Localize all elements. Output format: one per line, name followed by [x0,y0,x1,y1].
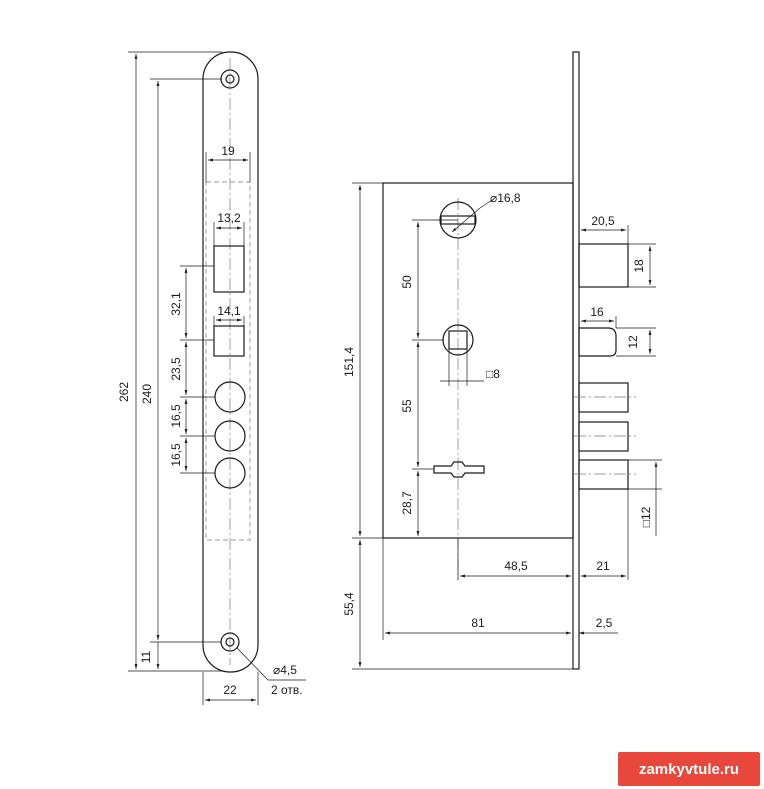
dim-cylinder-diameter: ⌀16,8 [490,191,521,205]
dim-bottom-to-plate: 55,4 [342,592,356,616]
watermark-text: zamkyvtule.ru [638,760,740,778]
latch-opening [213,245,245,293]
main-bolt [578,459,629,490]
dim-key-to-bottom: 28,7 [400,491,414,515]
dim-hole-diameter: ⌀4,5 [273,663,297,677]
dim-bolt-pitch-1: 16,5 [169,404,183,428]
deadbolt [578,327,617,357]
watermark-badge: zamkyvtule.ru [618,752,760,786]
dim-overall-height: 262 [117,382,131,402]
dim-latch-to-deadbolt: 32,1 [169,292,183,316]
dim-latch-projection: 20,5 [591,214,615,228]
dim-latch-height: 18 [632,259,646,273]
dim-bolt-square: □12 [639,506,653,527]
faceplate-section [572,51,580,670]
dim-hole-spacing: 240 [140,384,154,404]
dim-cylinder-to-spindle: 50 [400,275,414,289]
latch-bolt [578,243,629,288]
dim-bolt-projection: 21 [596,559,610,573]
dim-spindle-square: □8 [486,367,500,381]
dim-housing-width: 19 [221,144,235,158]
dim-deadbolt-projection: 16 [590,305,604,319]
dim-deadbolt-height: 12 [626,335,640,349]
deadbolt-opening [213,325,245,357]
faceplate [202,51,259,673]
housing-outline [205,181,251,541]
dim-hole-count: 2 отв. [271,683,303,697]
dim-deadbolt-to-bolt: 23,5 [169,357,183,381]
main-bolt [578,382,629,413]
dim-bottom-offset: 11 [139,650,153,663]
dim-spindle-to-key: 55 [400,399,414,413]
dim-body-depth: 81 [471,616,485,630]
front-view: 262 240 11 22 19 13,2 14,1 [117,51,306,705]
dim-body-height: 151,4 [342,347,356,377]
dim-latch-width: 13,2 [217,211,241,225]
dim-deadbolt-width: 14,1 [217,304,241,318]
lock-body [382,182,574,539]
dim-backset: 48,5 [504,559,528,573]
side-view: ⌀16,8 □8 50 55 28,7 151,4 55,4 48,5 [342,51,662,670]
dim-bolt-pitch-2: 16,5 [169,443,183,467]
dim-faceplate-width: 22 [223,683,237,697]
key-slot [433,461,485,478]
dim-plate-thickness: 2,5 [596,616,613,630]
main-bolt [578,421,629,452]
spindle-square [448,330,468,350]
